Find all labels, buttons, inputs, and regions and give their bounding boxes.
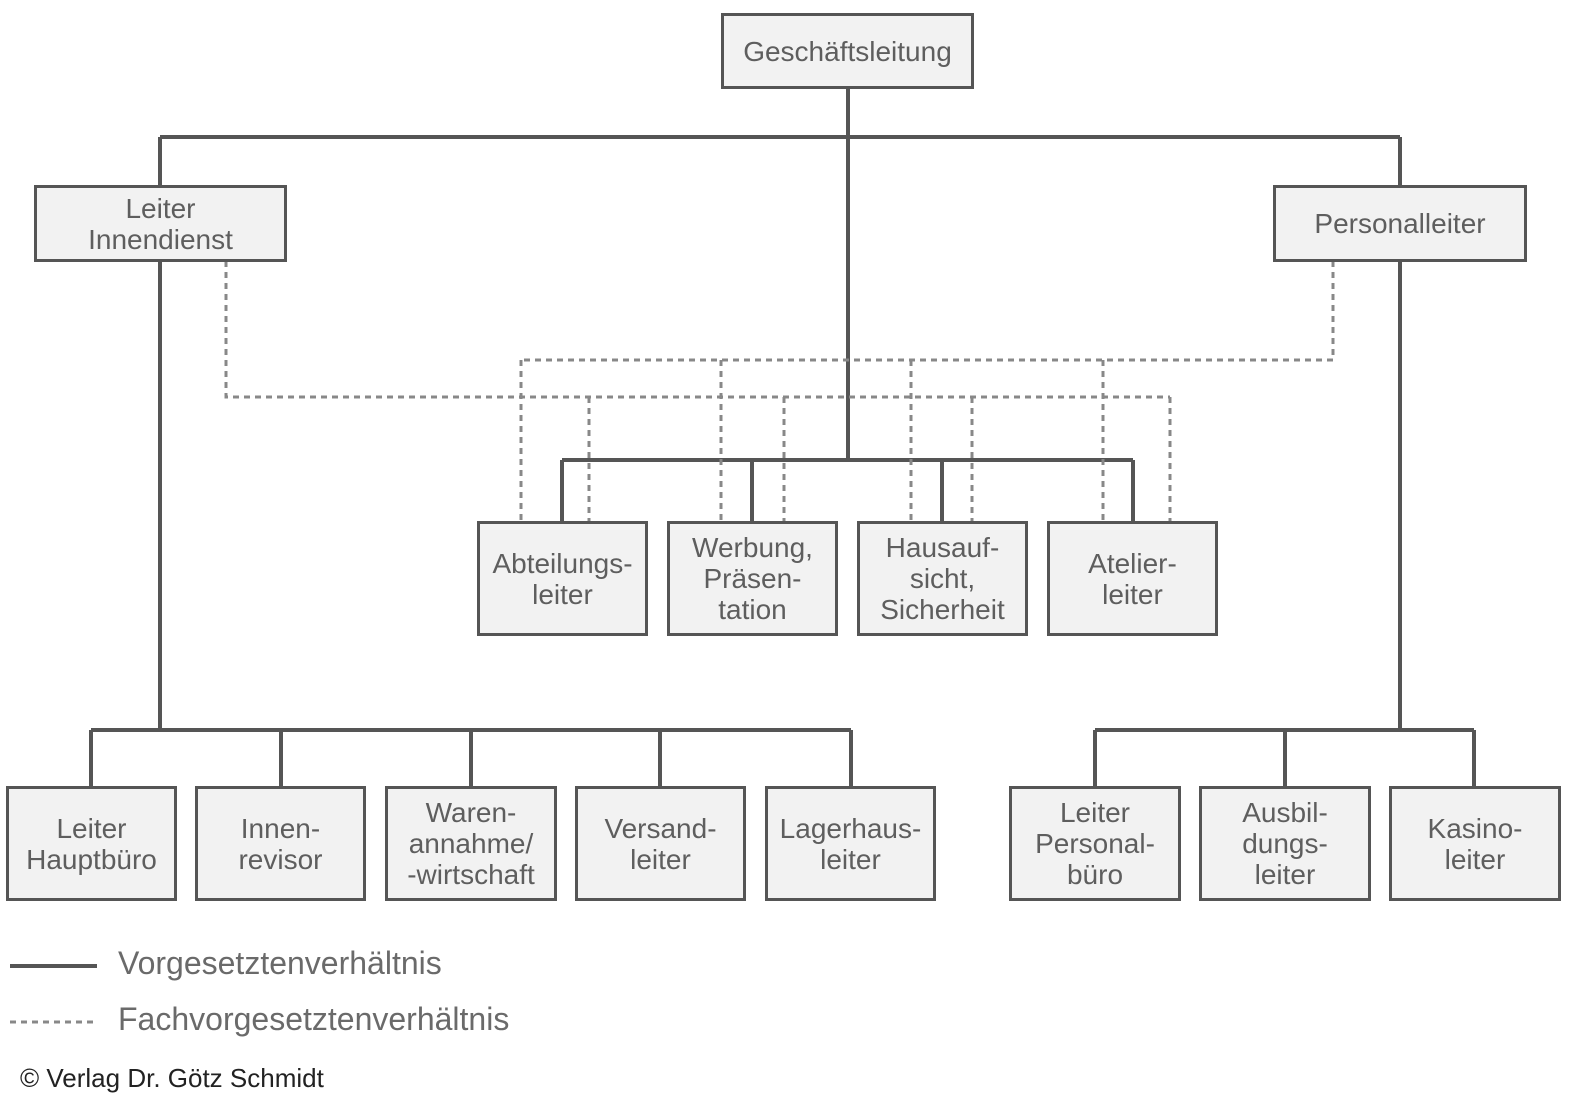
box-geschaeftsleitung: Geschäftsleitung — [721, 13, 974, 89]
box-atelierleiter: Atelier- leiter — [1047, 521, 1218, 636]
box-versandleiter: Versand- leiter — [575, 786, 746, 901]
box-lagerhausleiter: Lagerhaus- leiter — [765, 786, 936, 901]
dashed-innendienst-bar — [224, 261, 1170, 399]
box-leiter-innendienst: Leiter Innendienst — [34, 185, 287, 262]
box-hausaufsicht-sicherheit: Hausauf- sicht, Sicherheit — [857, 521, 1028, 636]
box-abteilungsleiter: Abteilungs- leiter — [477, 521, 648, 636]
legend-solid-label: Vorgesetztenverhältnis — [118, 945, 442, 981]
box-warenannahme: Waren- annahme/ -wirtschaft — [385, 786, 557, 901]
copyright-notice: © Verlag Dr. Götz Schmidt — [20, 1063, 324, 1093]
box-werbung-praesentation: Werbung, Präsen- tation — [667, 521, 838, 636]
box-kasinoleiter: Kasino- leiter — [1389, 786, 1561, 901]
box-personalleiter: Personalleiter — [1273, 185, 1527, 262]
box-leiter-hauptbuero: Leiter Hauptbüro — [6, 786, 177, 901]
dashed-personal-bar — [521, 261, 1335, 362]
legend-dashed-label: Fachvorgesetztenverhältnis — [118, 1001, 510, 1037]
box-leiter-personalbuero: Leiter Personal- büro — [1009, 786, 1181, 901]
box-innenrevisor: Innen- revisor — [195, 786, 366, 901]
box-ausbildungsleiter: Ausbil- dungs- leiter — [1199, 786, 1371, 901]
